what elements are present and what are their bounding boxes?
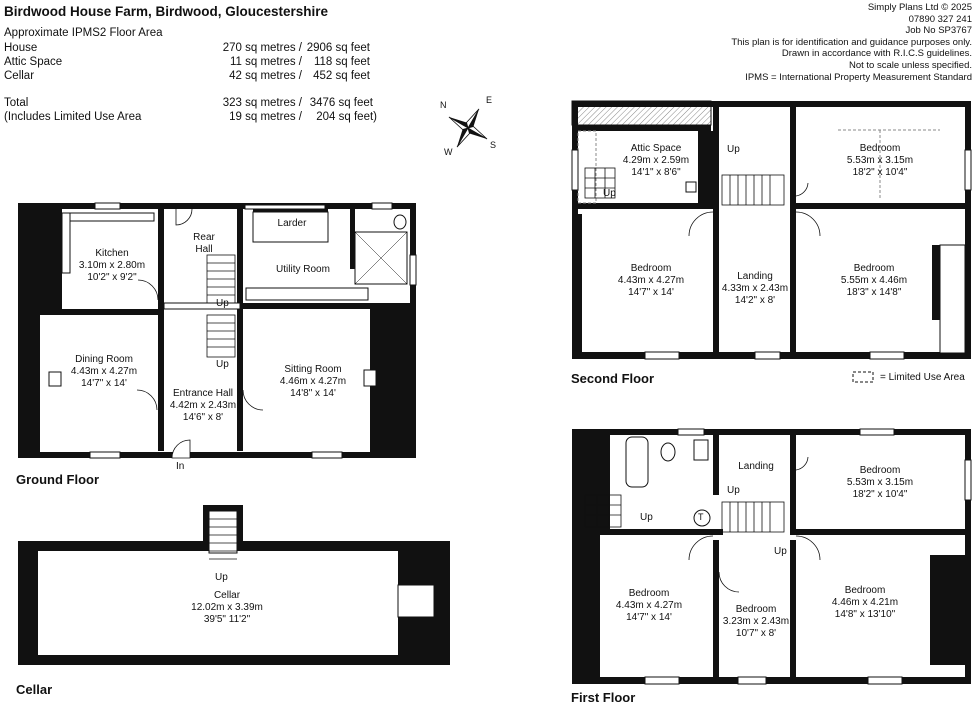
credit-disclaimer: This plan is for identification and guid… bbox=[731, 36, 972, 48]
sf-up-label-1: Up bbox=[727, 144, 740, 155]
area-imperial-cellar: 452 sq feet bbox=[313, 70, 370, 82]
entrance-in-label: In bbox=[176, 461, 185, 472]
credit-rics: Drawn in accordance with R.I.C.S guideli… bbox=[781, 48, 972, 60]
area-imperial-attic: 118 sq feet bbox=[313, 56, 370, 68]
ground-up-label-2: Up bbox=[216, 359, 229, 370]
area-label-house: House bbox=[4, 42, 38, 54]
ground-floor-label: Ground Floor bbox=[16, 472, 100, 487]
second-floor-plan bbox=[571, 100, 972, 360]
ground-floor-plan bbox=[18, 202, 417, 459]
limited-use-imperial: 204 sq feet) bbox=[316, 111, 377, 123]
compass-w: W bbox=[444, 147, 453, 157]
credit-job: Job No SP3767 bbox=[905, 25, 972, 37]
credit-company: Simply Plans Ltd © 2025 bbox=[867, 2, 972, 13]
total-metric: 323 sq metres / bbox=[222, 97, 302, 109]
compass-s: S bbox=[490, 140, 497, 150]
credit-ipms: IPMS = International Property Measuremen… bbox=[745, 71, 972, 83]
area-label-cellar: Cellar bbox=[4, 70, 35, 82]
compass-n: N bbox=[440, 100, 447, 110]
credit-scale: Not to scale unless specified. bbox=[848, 59, 972, 71]
credit-block: Simply Plans Ltd © 2025 07890 327 241 Jo… bbox=[731, 2, 972, 83]
room-ff-landing: Landing bbox=[738, 461, 774, 472]
ff-up-label-1: Up bbox=[727, 485, 740, 496]
ff-up-label-2: Up bbox=[774, 546, 787, 557]
first-floor-plan bbox=[572, 428, 972, 685]
area-label-attic: Attic Space bbox=[4, 56, 63, 68]
limited-use-legend: = Limited Use Area bbox=[880, 372, 965, 383]
area-heading: Approximate IPMS2 Floor Area bbox=[4, 27, 163, 39]
plan-title: Birdwood House Farm, Birdwood, Glouceste… bbox=[4, 4, 329, 19]
second-floor-label: Second Floor bbox=[571, 371, 655, 386]
sf-up-label-2: Up bbox=[603, 188, 616, 199]
cellar-up-label: Up bbox=[215, 572, 228, 583]
area-metric-cellar: 42 sq metres / bbox=[229, 70, 302, 82]
limited-use-legend-icon bbox=[852, 371, 874, 383]
limited-use-metric: 19 sq metres / bbox=[229, 111, 302, 123]
total-label: Total bbox=[4, 97, 29, 109]
ground-up-label-1: Up bbox=[216, 298, 229, 309]
room-larder: Larder bbox=[277, 218, 307, 229]
compass-e: E bbox=[486, 95, 493, 105]
cellar-floor-label: Cellar bbox=[16, 682, 53, 697]
limited-use-label: (Includes Limited Use Area bbox=[4, 111, 142, 123]
area-imperial-house: 2906 sq feet bbox=[306, 42, 370, 54]
room-utility: Utility Room bbox=[276, 264, 330, 275]
first-floor-label: First Floor bbox=[571, 690, 636, 705]
area-metric-house: 270 sq metres / bbox=[222, 42, 302, 54]
ff-up-label-3: Up bbox=[640, 512, 653, 523]
area-metric-attic: 11 sq metres / bbox=[229, 56, 302, 68]
cellar-plan bbox=[18, 505, 450, 665]
tank-icon: T bbox=[698, 512, 704, 522]
credit-phone: 07890 327 241 bbox=[908, 13, 972, 25]
total-imperial: 3476 sq feet bbox=[309, 97, 373, 109]
